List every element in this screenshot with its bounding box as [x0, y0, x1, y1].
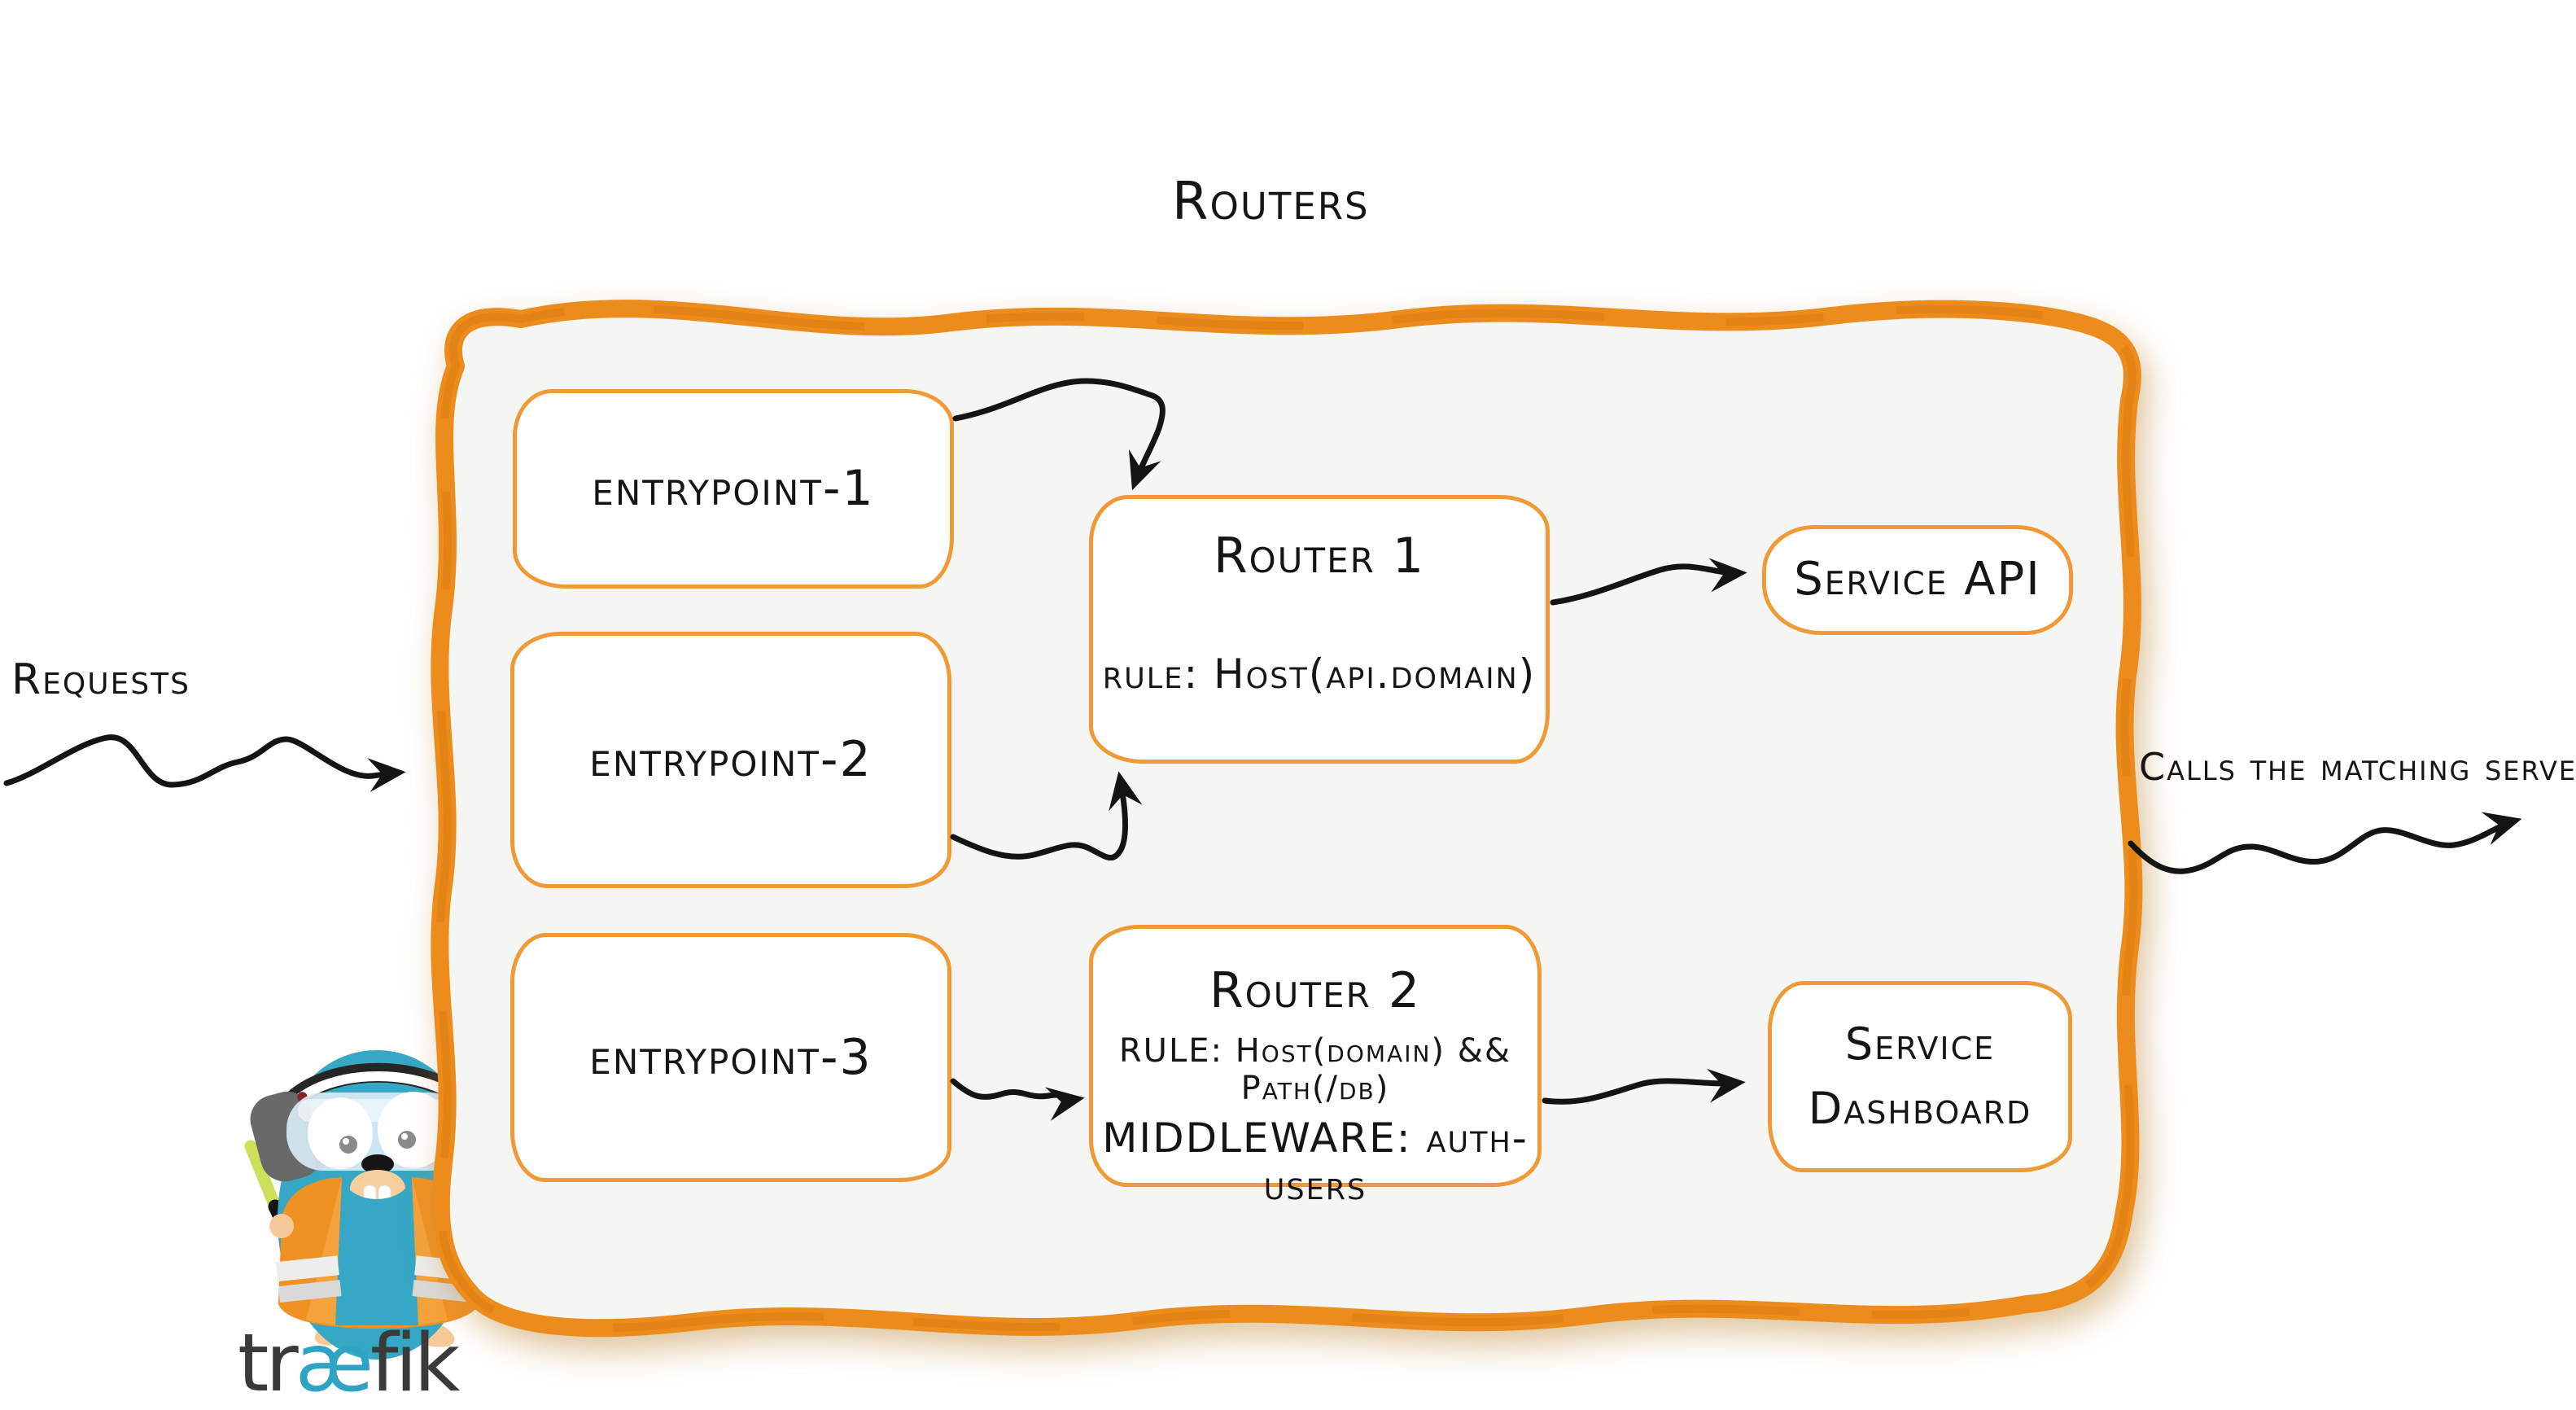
traefik-gopher-mascot [244, 1050, 505, 1360]
router-2-rule: RULE: Host(domain) && Path(/db) [1118, 1032, 1512, 1107]
service-api-box: Service API [1762, 525, 2073, 635]
entrypoint-3-label: entrypoint-3 [589, 1028, 873, 1086]
service-dashboard-label-line2: Dashboard [1808, 1082, 2032, 1134]
service-dashboard-label-line1: Service [1844, 1018, 1996, 1071]
router-2-box: Router 2 RULE: Host(domain) && Path(/db)… [1089, 925, 1542, 1208]
service-dashboard-box: Service Dashboard [1768, 981, 2072, 1172]
routers-container-brush-texture [435, 304, 2138, 1333]
traefik-wordmark: træfik [238, 1317, 461, 1410]
wordmark-ae: æ [295, 1317, 374, 1410]
gopher-hand-left [269, 1214, 294, 1238]
router-1-rule: rule: Host(api.domain) [1102, 650, 1537, 698]
entrypoint-2-box: entrypoint-2 [510, 632, 951, 888]
router-2-title: Router 2 [1209, 962, 1422, 1019]
router-1-title: Router 1 [1213, 528, 1426, 585]
entrypoint-2-label: entrypoint-2 [589, 731, 873, 788]
entrypoint-3-box: entrypoint-3 [510, 933, 951, 1182]
entrypoint-1-box: entrypoint-1 [513, 389, 954, 589]
gopher-eyes [308, 1092, 449, 1169]
entrypoint-1-label: entrypoint-1 [592, 460, 875, 517]
router-2-middleware: MIDDLEWARE: auth-users [1102, 1114, 1529, 1209]
wordmark-fik: fik [370, 1317, 461, 1410]
service-api-label: Service API [1794, 553, 2041, 606]
gopher-nose [361, 1154, 394, 1174]
router-1-box: Router 1 rule: Host(api.domain) [1089, 495, 1550, 764]
wordmark-tr: tr [238, 1317, 299, 1410]
